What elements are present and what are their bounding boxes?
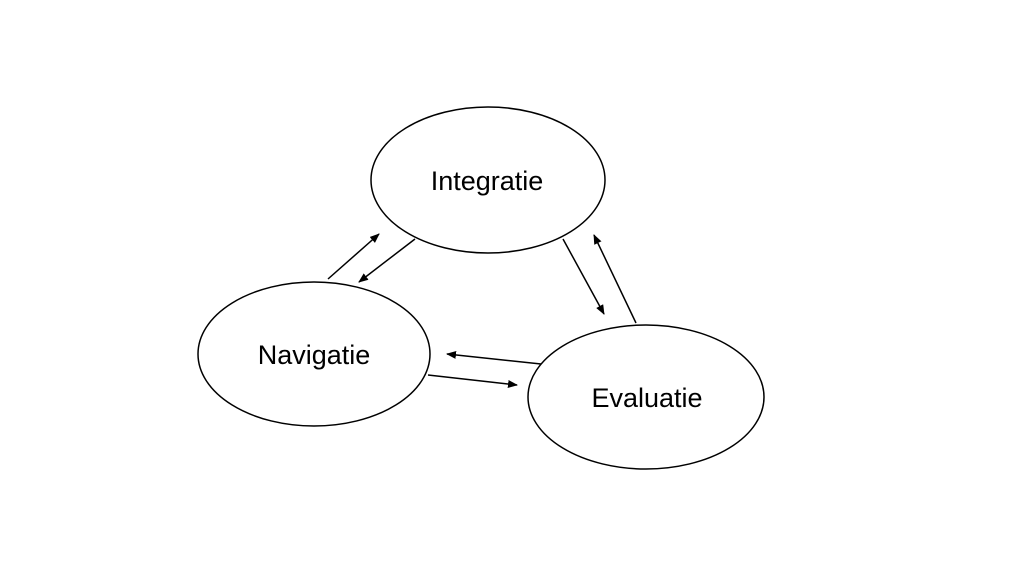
node-navigatie-ellipse <box>197 281 431 427</box>
edge-evaluatie-to-navigatie <box>446 350 542 365</box>
edge-integratie-to-evaluatie <box>562 238 605 315</box>
edge-integratie-to-navigatie <box>358 238 416 283</box>
node-evaluatie-label: Evaluatie <box>591 383 702 413</box>
node-integratie-label: Integratie <box>431 166 544 196</box>
edge-navigatie-to-evaluatie <box>427 374 518 388</box>
node-evaluatie-ellipse <box>527 324 765 470</box>
edge-navigatie-to-integratie <box>327 233 380 280</box>
node-integratie-ellipse <box>370 106 606 254</box>
edge-evaluatie-to-integratie <box>593 234 637 324</box>
node-navigatie-label: Navigatie <box>258 340 371 370</box>
node-integratie: Integratie <box>370 106 606 254</box>
node-navigatie: Navigatie <box>197 281 431 427</box>
node-evaluatie: Evaluatie <box>527 324 765 470</box>
